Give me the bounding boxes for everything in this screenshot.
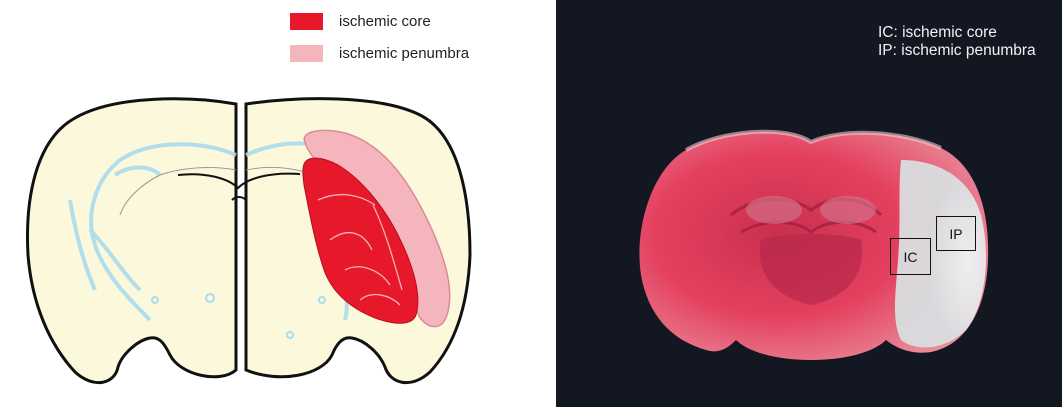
key-ic: IC: ischemic core — [878, 24, 997, 42]
schematic-panel: ischemic core ischemic penumbra — [0, 0, 540, 407]
brain-slice-photo — [556, 0, 1062, 407]
ip-box: IP — [936, 216, 976, 251]
legend-penumbra: ischemic penumbra — [290, 45, 469, 62]
legend-penumbra-label: ischemic penumbra — [339, 45, 469, 62]
legend-core: ischemic core — [290, 13, 431, 30]
key-ip: IP: ischemic penumbra — [878, 42, 1036, 60]
photo-panel: IC: ischemic core IP: ischemic penumbra … — [556, 0, 1062, 407]
hippocampus-left — [746, 196, 802, 224]
legend-core-label: ischemic core — [339, 13, 431, 30]
legend-core-swatch — [290, 13, 323, 30]
hippocampus-right — [820, 196, 876, 224]
left-hemisphere — [28, 99, 236, 383]
legend-penumbra-swatch — [290, 45, 323, 62]
ic-box: IC — [890, 238, 931, 275]
